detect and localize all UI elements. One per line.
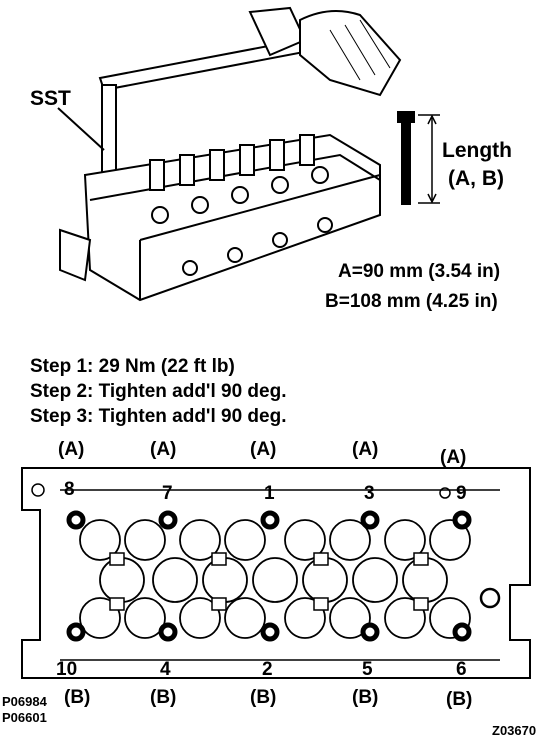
figure-code: Z03670	[492, 723, 537, 738]
spec-b: B=108 mm (4.25 in)	[325, 291, 498, 312]
sst-label: SST	[30, 87, 71, 110]
bolt-number-7: 7	[162, 483, 173, 504]
bolt-number-3: 3	[364, 483, 375, 504]
top-label-a-3: (A)	[250, 439, 277, 460]
top-label-a-4: (A)	[352, 439, 379, 460]
bolt-number-5: 5	[362, 659, 373, 680]
torque-steps: Step 1: 29 Nm (22 ft lb) Step 2: Tighten…	[30, 354, 286, 429]
step-1: Step 1: 29 Nm (22 ft lb)	[30, 356, 235, 377]
step-2: Step 2: Tighten add'l 90 deg.	[30, 381, 287, 402]
top-label-a-2: (A)	[150, 439, 177, 460]
bolt-number-1: 1	[264, 483, 275, 504]
bottom-label-b-2: (B)	[150, 687, 177, 708]
bolt-number-9: 9	[456, 483, 467, 504]
bottom-label-b-5: (B)	[446, 689, 473, 710]
bolt-number-2: 2	[262, 659, 273, 680]
bolt-number-8: 8	[64, 479, 75, 500]
step-3: Step 3: Tighten add'l 90 deg.	[30, 406, 287, 427]
length-subtitle: (A, B)	[448, 167, 504, 190]
length-title: Length	[442, 139, 512, 162]
bottom-label-b-4: (B)	[352, 687, 379, 708]
bolt-number-10: 10	[56, 659, 78, 680]
top-label-a-1: (A)	[58, 439, 85, 460]
bolt-number-6: 6	[456, 659, 467, 680]
top-label-a-5: (A)	[440, 447, 467, 468]
reference-code-2: P06601	[2, 710, 47, 725]
bottom-label-b-3: (B)	[250, 687, 277, 708]
bottom-label-b-1: (B)	[64, 687, 91, 708]
reference-code-1: P06984	[2, 694, 47, 709]
bolt-number-4: 4	[160, 659, 171, 680]
spec-a: A=90 mm (3.54 in)	[338, 261, 501, 282]
